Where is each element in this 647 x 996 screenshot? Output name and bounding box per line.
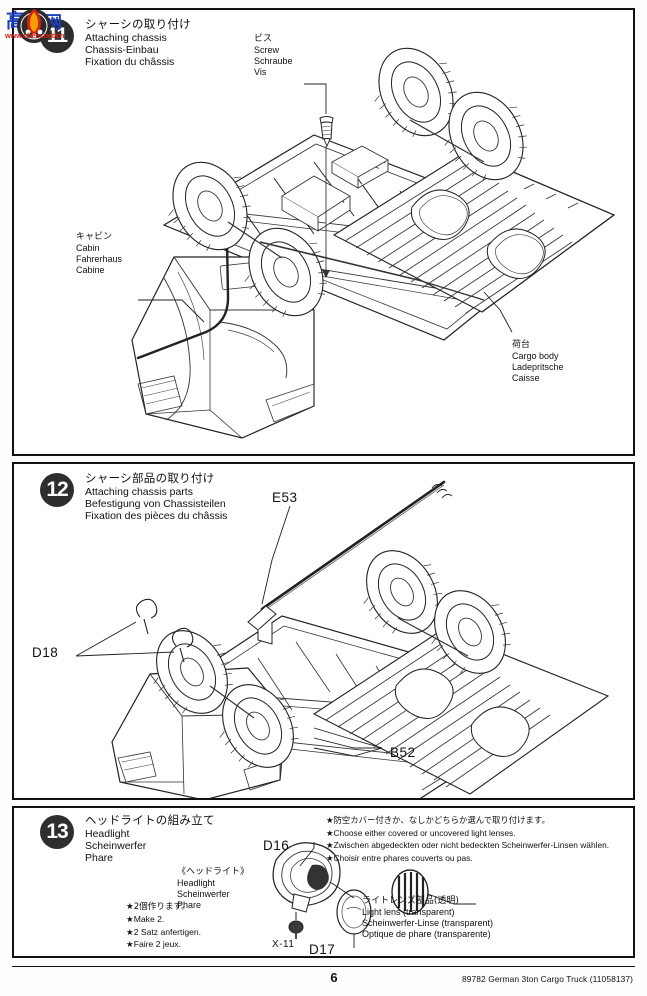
make-note-jp: ★2個作ります。	[126, 902, 190, 912]
callout-screw: ビス Screw Schraube Vis	[254, 34, 293, 79]
subassembly-jp: 《ヘッドライト》	[177, 867, 250, 877]
make-note-fr: ★Faire 2 jeux.	[126, 939, 181, 950]
step-13-illustration	[14, 808, 633, 956]
callout-cabin-en: Cabin	[76, 243, 100, 254]
step-11-panel: 11 シャーシの取り付け Attaching chassis Chassis-E…	[12, 8, 635, 456]
callout-cabin-fr: Cabine	[76, 265, 105, 276]
make-note-de: ★2 Satz anfertigen.	[126, 926, 202, 937]
step-12-title-en: Attaching chassis parts	[85, 485, 193, 498]
callout-cargo-de: Ladepritsche	[512, 362, 564, 373]
part-label-d18: D18	[32, 645, 59, 660]
step-11-title-fr: Fixation du châssis	[85, 56, 175, 69]
warning-jp: ★防空カバー付きか、なしかどちらか選んで取り付けます。	[326, 815, 550, 825]
watermark-url: www.chem.net/cn	[5, 31, 65, 40]
callout-cargo-fr: Caisse	[512, 373, 540, 384]
step-11-header: 11 シャーシの取り付け Attaching chassis Chassis-E…	[40, 17, 191, 69]
step-12-panel: 12 シャーシ部品の取り付け Attaching chassis parts B…	[12, 462, 635, 800]
callout-cabin: キャビン Cabin Fahrerhaus Cabine	[76, 232, 122, 277]
step-13-title-de: Scheinwerfer	[85, 839, 147, 852]
part-label-d16: D16	[263, 838, 290, 853]
step-12-title-group: シャーシ部品の取り付け Attaching chassis parts Befe…	[85, 471, 228, 523]
callout-screw-en: Screw	[254, 45, 280, 56]
callout-cargo-en: Cargo body	[512, 351, 559, 362]
step-12-illustration	[14, 464, 633, 798]
callout-cargo-body: 荷台 Cargo body Ladepritsche Caisse	[512, 340, 564, 385]
lens-callout-fr: Optique de phare (transparente)	[362, 929, 491, 940]
step-13-title-jp: ヘッドライトの組み立て	[85, 813, 215, 827]
step-12-title-jp: シャーシ部品の取り付け	[85, 471, 215, 485]
step-11-title-group: シャーシの取り付け Attaching chassis Chassis-Einb…	[85, 17, 191, 69]
subassembly-headlight-label: 《ヘッドライト》 Headlight Scheinwerfer Phare	[177, 867, 249, 912]
subassembly-de: Scheinwerfer	[177, 889, 230, 900]
subassembly-fr: Phare	[177, 900, 202, 911]
step-11-illustration	[14, 10, 633, 454]
step-13-panel: 13 ヘッドライトの組み立て Headlight Scheinwerfer Ph…	[12, 806, 635, 958]
step-13-number: 13	[40, 815, 74, 849]
footer-product-code: 89782 German 3ton Cargo Truck (11058137)	[462, 974, 633, 984]
part-label-e53: E53	[272, 490, 298, 505]
step-13-title-fr: Phare	[85, 852, 114, 865]
step-11-title-en: Attaching chassis	[85, 31, 167, 44]
step-12-header: 12 シャーシ部品の取り付け Attaching chassis parts B…	[40, 471, 228, 523]
step-11-title-de: Chassis-Einbau	[85, 43, 159, 56]
callout-screw-fr: Vis	[254, 67, 267, 78]
lens-callout-de: Scheinwerfer-Linse (transparent)	[362, 918, 494, 929]
lens-callout-en: Light lens (transparent)	[362, 907, 455, 918]
footer-divider	[12, 966, 635, 967]
part-label-x11: X-11	[272, 939, 295, 950]
step-13-header: 13 ヘッドライトの組み立て Headlight Scheinwerfer Ph…	[40, 813, 215, 865]
warning-de: ★Zwischen abgedeckten oder nicht bedeckt…	[326, 840, 610, 851]
step-13-title-en: Headlight	[85, 827, 130, 840]
warning-fr: ★Choisir entre phares couverts ou pas.	[326, 852, 473, 863]
step-13-title-group: ヘッドライトの組み立て Headlight Scheinwerfer Phare	[85, 813, 215, 865]
callout-screw-de: Schraube	[254, 56, 293, 67]
make-note-en: ★Make 2.	[126, 914, 165, 925]
lens-callout-jp: ライトレンズ部品(透明)	[362, 896, 459, 906]
callout-screw-jp: ビス	[254, 34, 273, 44]
warning-en: ★Choose either covered or uncovered ligh…	[326, 827, 516, 838]
lens-choice-warning: ★防空カバー付きか、なしかどちらか選んで取り付けます。 ★Choose eith…	[326, 814, 609, 864]
page-number: 6	[330, 970, 338, 985]
part-label-d17: D17	[309, 942, 336, 957]
step-11-title-jp: シャーシの取り付け	[85, 17, 191, 31]
make-two-notes: ★2個作ります。 ★Make 2. ★2 Satz anfertigen. ★F…	[126, 901, 201, 951]
callout-cabin-de: Fahrerhaus	[76, 254, 123, 265]
step-12-number: 12	[40, 473, 74, 507]
callout-cabin-jp: キャビン	[76, 232, 113, 242]
callout-light-lens: ライトレンズ部品(透明) Light lens (transparent) Sc…	[362, 896, 493, 941]
callout-cargo-jp: 荷台	[512, 340, 531, 350]
subassembly-en: Headlight	[177, 878, 216, 889]
step-12-title-de: Befestigung von Chassisteilen	[85, 497, 226, 510]
part-label-b52: B52	[390, 745, 416, 760]
step-12-title-fr: Fixation des pièces du châssis	[85, 510, 228, 523]
